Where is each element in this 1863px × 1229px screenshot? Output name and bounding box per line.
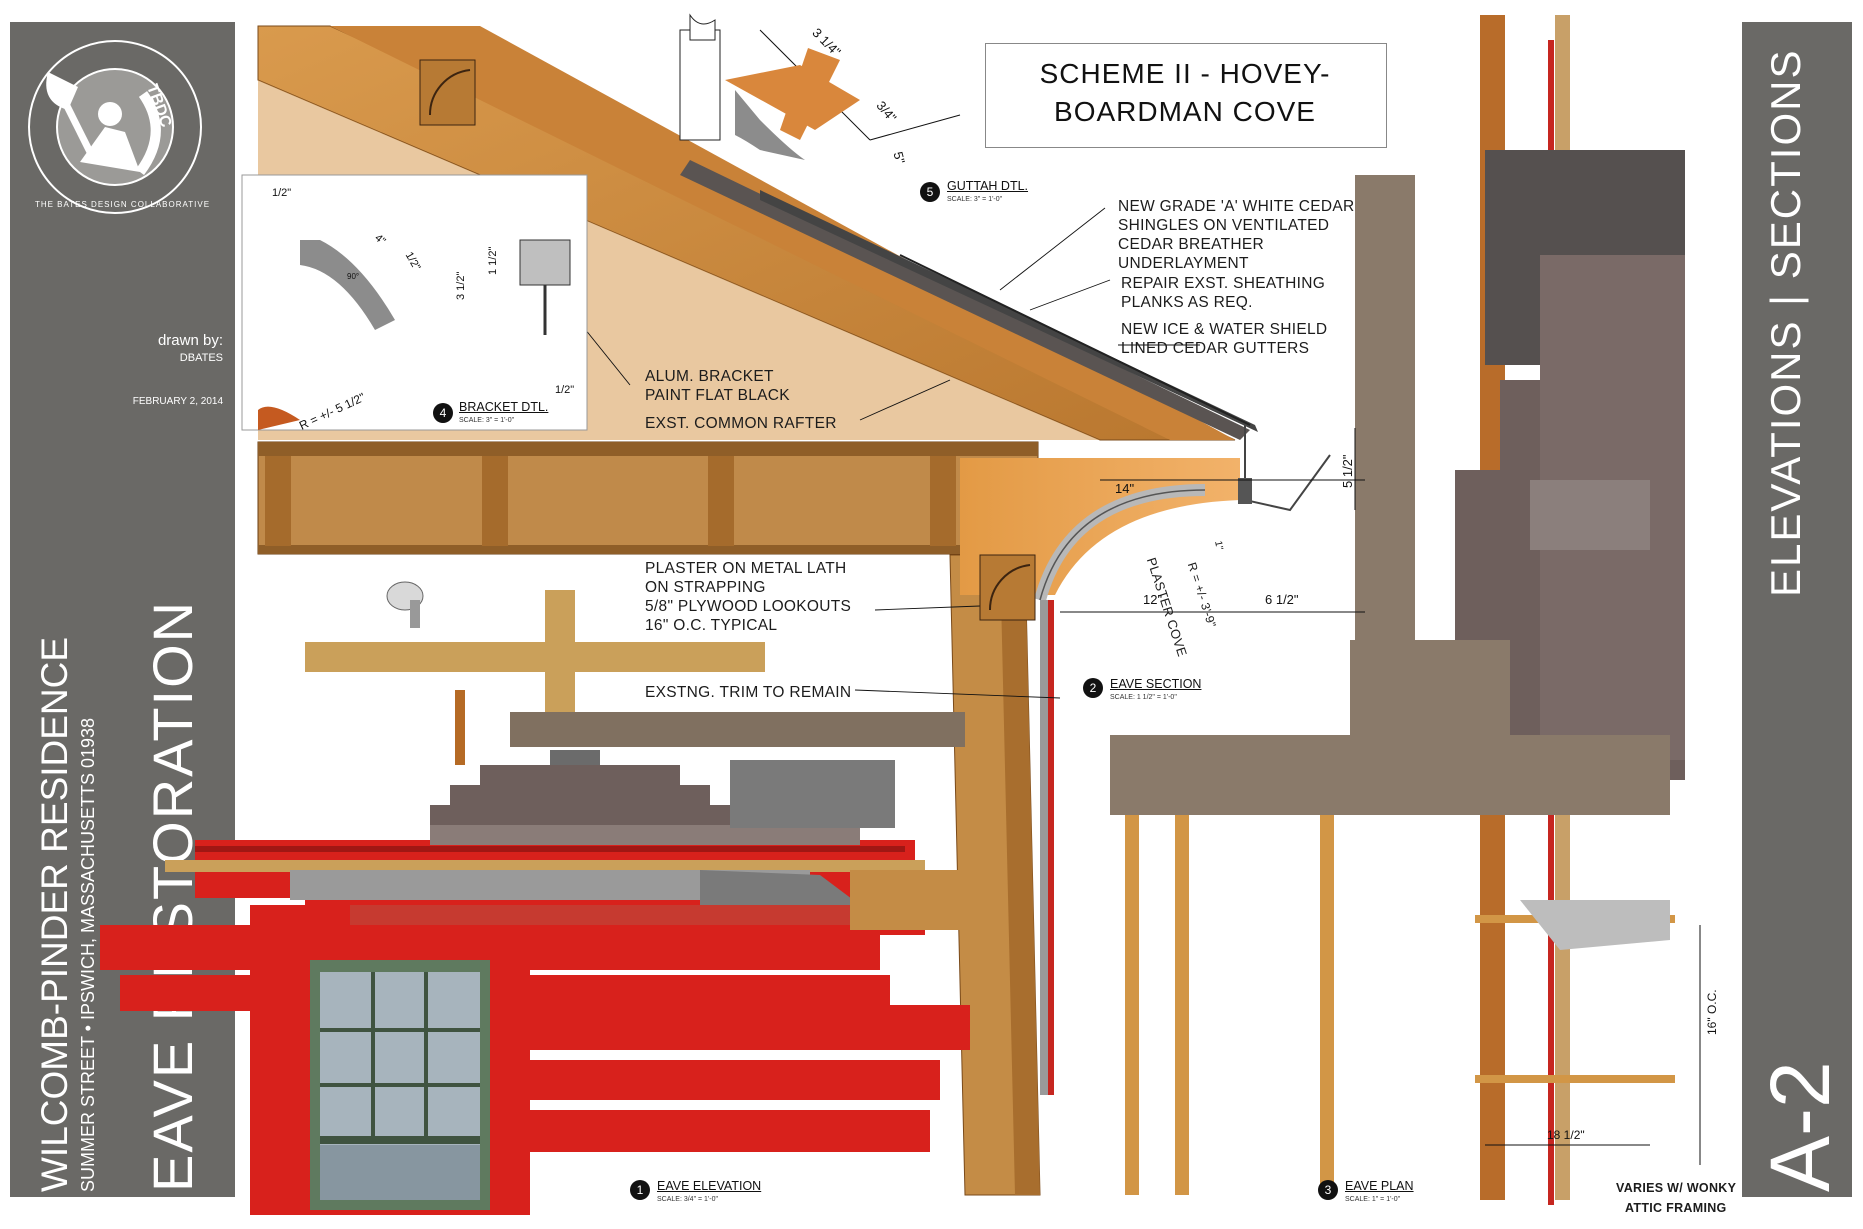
detail-5-title: GUTTAH DTL.	[947, 179, 1029, 193]
dim-plan-18half: 18 1/2"	[1547, 1128, 1585, 1142]
dim-section-5half: 5 1/2"	[1340, 454, 1355, 488]
dim-bracket-a: 1/2"	[272, 187, 292, 199]
leader-lines	[559, 207, 1200, 699]
note-trim: EXSTNG. TRIM TO REMAIN	[645, 684, 852, 701]
detail-1-scale: SCALE: 3/4" = 1'-0"	[657, 1196, 718, 1203]
note-bracket-2: PAINT FLAT BLACK	[645, 387, 790, 404]
dim-bracket-angle: 90°	[347, 272, 360, 281]
detail-2-number: 2	[1083, 678, 1103, 698]
note-bracket-1: ALUM. BRACKET	[645, 368, 774, 385]
detail-4-scale: SCALE: 3" = 1'-0"	[459, 417, 515, 424]
dim-bracket-d: 3 1/2"	[455, 271, 467, 300]
detail-1-number: 1	[630, 1180, 650, 1200]
dim-bracket-e: 1 1/2"	[487, 246, 499, 275]
note-rafter: EXST. COMMON RAFTER	[645, 415, 837, 432]
note-plaster-1: PLASTER ON METAL LATH	[645, 560, 847, 577]
bracket-detail	[241, 174, 588, 431]
ceiling-beam	[257, 441, 1039, 555]
note-plaster-3: 5/8" PLYWOOD LOOKOUTS	[645, 598, 852, 615]
title-block-right: ELEVATIONS | SECTIONS A-2	[1742, 22, 1852, 1197]
note-shingles-1: NEW GRADE 'A' WHITE CEDAR	[1118, 198, 1355, 215]
guttah-detail	[679, 13, 860, 160]
firm-name: THE BATES DESIGN COLLABORATIVE	[34, 200, 211, 209]
detail-3-title: EAVE PLAN	[1345, 1179, 1414, 1193]
gutter	[1238, 425, 1331, 512]
note-shingles-2: SHINGLES ON VENTILATED	[1118, 217, 1330, 234]
eave-elevation-boards	[100, 840, 970, 1215]
note-sheathing-2: PLANKS AS REQ.	[1121, 294, 1253, 311]
dim-bracket-f: 1/2"	[555, 384, 575, 396]
scheme-title: SCHEME II - HOVEY- BOARDMAN COVE	[985, 55, 1385, 131]
drawn-by-label: drawn by:	[157, 332, 223, 349]
note-shingles-4: UNDERLAYMENT	[1118, 255, 1249, 272]
dim-plan-16oc: 16" O.C.	[1705, 989, 1719, 1035]
detail-3-scale: SCALE: 1" = 1'-0"	[1345, 1196, 1401, 1203]
note-gutter-1: NEW ICE & WATER SHIELD	[1121, 321, 1328, 338]
detail-5-number: 5	[920, 182, 940, 202]
note-gutter-2: LINED CEDAR GUTTERS	[1121, 340, 1310, 357]
drawing-date: FEBRUARY 2, 2014	[132, 396, 223, 407]
rosette-ornament	[419, 59, 1036, 621]
note-wonky-2: ATTIC FRAMING	[1625, 1201, 1727, 1215]
firm-logo	[28, 40, 202, 214]
dim-section-6half: 6 1/2"	[1265, 592, 1299, 607]
dim-section-14: 14"	[1115, 481, 1135, 496]
scheme-title-line-1: SCHEME II - HOVEY-	[1039, 58, 1331, 89]
note-plaster-2: ON STRAPPING	[645, 579, 766, 596]
wood-planks	[165, 590, 1000, 930]
detail-4-number: 4	[433, 403, 453, 423]
note-wonky-1: VARIES W/ WONKY	[1616, 1181, 1737, 1195]
lamp	[386, 581, 424, 628]
scheme-title-line-2: BOARDMAN COVE	[1054, 96, 1316, 127]
note-sheathing-1: REPAIR EXST. SHEATHING	[1121, 275, 1326, 292]
eave-plan	[1110, 15, 1685, 1205]
scheme-title-box	[985, 43, 1387, 148]
detail-2-title: EAVE SECTION	[1110, 677, 1202, 691]
detail-4-title: BRACKET DTL.	[459, 400, 549, 414]
dim-section-12: 12"	[1143, 592, 1163, 607]
detail-1-title: EAVE ELEVATION	[657, 1179, 762, 1193]
detail-5-scale: SCALE: 3" = 1'-0"	[947, 196, 1003, 203]
dim-section-1: 1"	[1212, 540, 1225, 551]
drawn-by-name: DBATES	[179, 352, 223, 364]
note-shingles-3: CEDAR BREATHER	[1118, 236, 1265, 253]
note-plaster-4: 16" O.C. TYPICAL	[645, 617, 778, 634]
detail-2-scale: SCALE: 1 1/2" = 1'-0"	[1110, 694, 1177, 701]
detail-3-number: 3	[1318, 1180, 1338, 1200]
roof-shingles	[680, 160, 1258, 440]
